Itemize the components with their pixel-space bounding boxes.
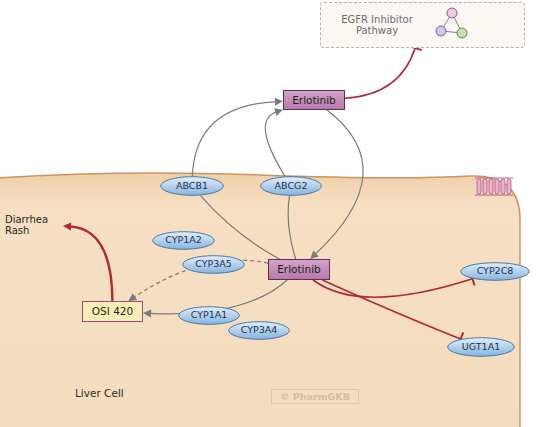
pathway-label: EGFR Inhibitor Pathway — [327, 14, 427, 37]
drug-box: Erlotinib — [283, 90, 345, 110]
inhibition-connector — [322, 280, 463, 345]
drug-label: Erlotinib — [277, 263, 321, 275]
watermark: © PharmGKB — [271, 389, 359, 404]
flow-connector — [310, 110, 363, 259]
enzyme-ellipse: CYP1A2 — [152, 231, 215, 250]
flow-connector — [200, 196, 279, 259]
flow-connector — [192, 98, 283, 176]
transporter-ellipse: ABCB1 — [160, 176, 224, 196]
inhibition-bar — [408, 46, 421, 50]
liver-cell: Liver Cell ABCB1 ABCG2Diarrhea RashCYP1A2C… — [0, 168, 522, 427]
arrow-head — [128, 293, 137, 301]
enzyme-label: ABCG2 — [275, 181, 308, 192]
enzyme-ellipse: CYP3A5 — [182, 255, 245, 274]
enzyme-label: CYP3A5 — [195, 259, 232, 270]
connector-line — [315, 110, 364, 255]
connector-line — [265, 111, 285, 176]
arrow-head — [274, 108, 283, 116]
effect-text-node: Diarrhea Rash — [5, 208, 63, 242]
arrow-head — [275, 98, 283, 106]
enzyme-ellipse: CYP3A4 — [228, 321, 290, 340]
enzyme-label: CYP3A4 — [241, 325, 278, 336]
arrow-head — [310, 251, 319, 259]
enzyme-label: ABCB1 — [176, 181, 208, 192]
enzyme-ellipse: CYP1A1 — [178, 306, 240, 325]
flow-connector — [143, 280, 287, 317]
enzyme-ellipse: CYP2C8 — [460, 262, 530, 281]
connector-line — [69, 226, 112, 301]
arrow-head — [63, 222, 71, 230]
inhibition-bar — [470, 272, 474, 285]
connector-line — [313, 279, 472, 297]
arrow-head — [143, 309, 151, 317]
cell-label: Liver Cell — [75, 387, 124, 399]
connector-line — [149, 280, 287, 314]
enzyme-label: CYP2C8 — [477, 266, 514, 277]
inhibition-connector — [345, 46, 422, 98]
connector-line — [345, 48, 415, 98]
flow-connector — [265, 108, 285, 176]
flow-connector — [63, 222, 112, 301]
inhibition-connector — [313, 272, 475, 297]
connector-line — [322, 280, 460, 339]
connector-line — [133, 260, 268, 297]
drug-label: Erlotinib — [292, 94, 336, 106]
flow-connector — [288, 196, 296, 259]
inhibition-bar — [458, 332, 463, 345]
transporter-ellipse: ABCG2 — [260, 176, 322, 196]
metabolite-label: OSI 420 — [92, 305, 133, 317]
pathway-box: EGFR Inhibitor Pathway — [320, 2, 525, 48]
enzyme-ellipse: UGT1A1 — [447, 337, 515, 357]
effect-label: Diarrhea Rash — [5, 214, 57, 237]
connector-line — [200, 196, 279, 259]
drug-box: Erlotinib — [268, 259, 330, 280]
enzyme-label: CYP1A2 — [165, 235, 202, 246]
enzyme-label: CYP1A1 — [191, 310, 228, 321]
connector-line — [288, 196, 296, 259]
metabolite-box: OSI 420 — [82, 301, 143, 322]
connector-line — [192, 102, 277, 176]
flow-connector — [128, 260, 268, 301]
enzyme-label: UGT1A1 — [462, 342, 500, 353]
